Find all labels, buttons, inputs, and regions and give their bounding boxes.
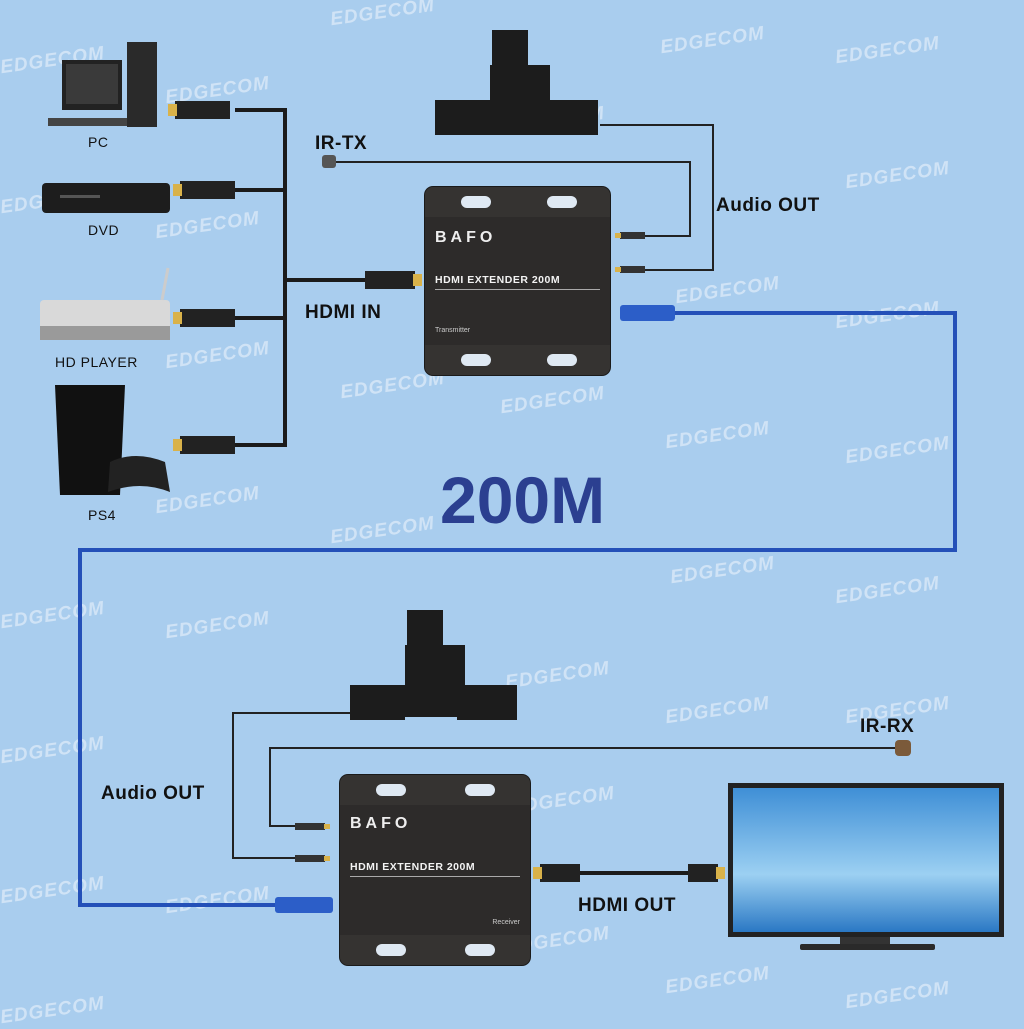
hdmi-plug-icons <box>168 101 725 882</box>
source-label-pc: PC <box>88 134 109 150</box>
ps4-icon <box>55 385 170 495</box>
receiver-device: BAFO HDMI EXTENDER 200M Receiver <box>340 775 530 965</box>
speaker-set-bottom-icon <box>350 610 517 720</box>
source-label-hd-player: HD PLAYER <box>55 354 138 370</box>
device-role: Receiver <box>492 919 520 926</box>
device-role: Transmitter <box>435 327 471 334</box>
speaker-set-top-icon <box>435 30 598 135</box>
hdmi-out-label: HDMI OUT <box>578 895 676 916</box>
ir-tx-label: IR-TX <box>315 133 368 154</box>
cat-cable <box>78 311 957 907</box>
brand-logo: BAFO <box>350 815 412 832</box>
hdmi-in-label: HDMI IN <box>305 302 382 323</box>
model-name: HDMI EXTENDER 200M <box>350 861 476 873</box>
audio-jack-icons <box>295 232 645 862</box>
audio-out-top-label: Audio OUT <box>716 195 820 216</box>
hdmi-bus <box>235 108 365 447</box>
ir-sensor-icons <box>322 155 911 756</box>
distance-label: 200M <box>440 463 606 537</box>
brand-logo: BAFO <box>435 229 497 246</box>
tv-icon <box>728 783 1004 950</box>
transmitter-device: BAFO HDMI EXTENDER 200M Transmitter <box>425 187 610 375</box>
hd-player-icon <box>40 267 170 340</box>
audio-out-bottom-label: Audio OUT <box>101 783 205 804</box>
source-label-ps4: PS4 <box>88 507 116 523</box>
audio-ir-wires <box>232 124 895 859</box>
source-label-dvd: DVD <box>88 222 120 238</box>
ir-rx-label: IR-RX <box>860 716 915 737</box>
rj45-plug-icons <box>275 305 675 913</box>
pc-icon <box>48 42 157 127</box>
dvd-icon <box>42 183 170 213</box>
model-name: HDMI EXTENDER 200M <box>435 274 561 286</box>
